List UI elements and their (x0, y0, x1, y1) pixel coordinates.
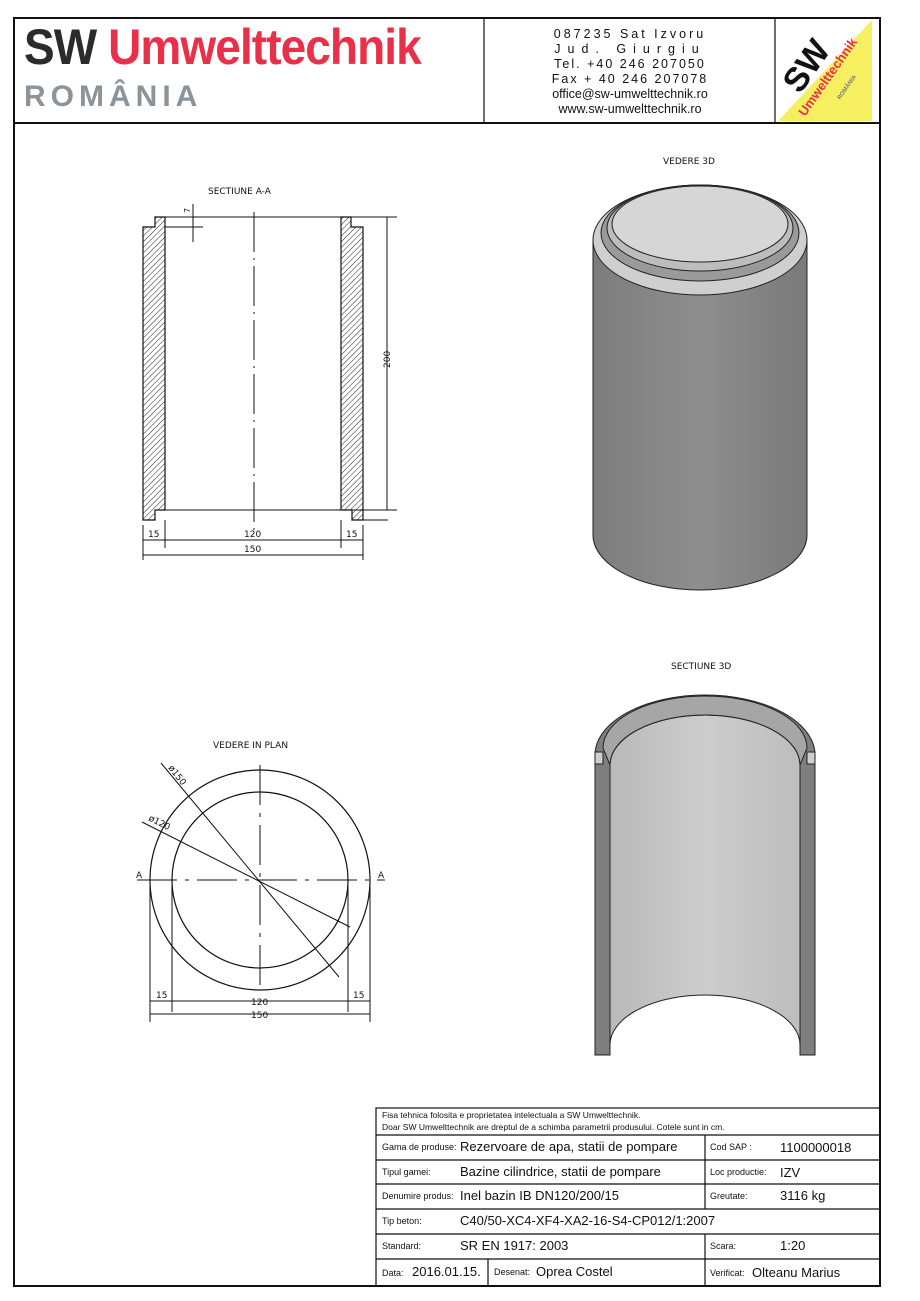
brand-country: ROMÂNIA (24, 80, 203, 113)
drawing-line (806, 751, 816, 765)
drawing-label: 120 (251, 998, 268, 1008)
drawing-label: 15 (353, 991, 364, 1001)
sap-value: 1100000018 (780, 1140, 852, 1155)
drawing-line: 200 7 15 120 15 150 (148, 208, 393, 555)
drawing-line (611, 185, 789, 263)
drawing-label: 7 (183, 208, 192, 213)
website-link[interactable]: www.sw-umwelttechnik.ro (558, 102, 702, 116)
county: Jud. Giurgiu (554, 42, 706, 56)
std-value: SR EN 1917: 2003 (460, 1238, 569, 1253)
note-2: Doar SW Umwelttechnik are dreptul de a s… (382, 1122, 725, 1132)
gama-value: Rezervoare de apa, statii de pompare (460, 1139, 678, 1154)
drawing-label: 15 (148, 530, 159, 540)
company-logo: SW Umwelttechnik ROMÂNIA (775, 20, 872, 121)
gama-label: Gama de produse: (382, 1142, 457, 1152)
beton-label: Tip beton: (382, 1216, 422, 1226)
drawing-label: 15 (156, 991, 167, 1001)
drawing-line (592, 239, 808, 591)
drawing-label: 15 (346, 530, 357, 540)
contact-info: 087235 Sat Izvoru Jud. Giurgiu Tel. +40 … (490, 27, 770, 117)
section-3d-title: SECTIUNE 3D (671, 662, 731, 672)
title-block-grid (375, 1107, 881, 1287)
fax: Fax + 40 246 207078 (551, 72, 709, 86)
section-3d: SECTIUNE 3D (594, 662, 816, 1056)
greu-label: Greutate: (710, 1191, 748, 1201)
desenat-value: Oprea Costel (536, 1264, 613, 1279)
drawing-line (160, 762, 340, 978)
section-aa: SECTIUNE A-A 200 7 15 120 15 150 (142, 187, 397, 560)
drawing-label: ø150 (166, 764, 188, 788)
address: 087235 Sat Izvoru (553, 27, 707, 41)
scara-value: 1:20 (780, 1238, 806, 1253)
plan-view: VEDERE IN PLAN ø150 ø120 A A 15 120 15 1… (136, 741, 385, 1022)
tip-label: Tipul gamei: (382, 1167, 431, 1177)
email-link[interactable]: office@sw-umwelttechnik.ro (552, 87, 708, 101)
data-label: Data: (382, 1268, 404, 1278)
drawing-line (375, 1107, 881, 1287)
section-aa-title: SECTIUNE A-A (208, 187, 272, 197)
drawing-line (594, 751, 604, 765)
tip-value: Bazine cilindrice, statii de pompare (460, 1164, 661, 1179)
drawing-line (142, 216, 166, 521)
den-label: Denumire produs: (382, 1191, 454, 1201)
note-1: Fisa tehnica folosita e proprietatea int… (382, 1110, 641, 1120)
plan-view-title: VEDERE IN PLAN (213, 741, 288, 751)
view-3d: VEDERE 3D (592, 157, 808, 591)
greu-value: 3116 kg (780, 1188, 826, 1203)
drawing-label: 200 (383, 351, 393, 368)
view-3d-title: VEDERE 3D (663, 157, 715, 167)
verif-value: Olteanu Marius (752, 1265, 841, 1280)
drawing-label: 120 (244, 530, 261, 540)
scara-label: Scara: (710, 1241, 737, 1251)
std-label: Standard: (382, 1241, 422, 1251)
desenat-label: Desenat: (494, 1267, 531, 1277)
drawing-line (340, 216, 364, 521)
drawing-line (609, 714, 801, 1046)
drawing-label: 150 (251, 1011, 268, 1021)
brand-title: SW Umwelttechnik (24, 19, 422, 75)
drawing-line (778, 20, 872, 121)
loc-value: IZV (780, 1165, 801, 1180)
sap-label: Cod SAP : (710, 1142, 752, 1152)
beton-value: C40/50-XC4-XF4-XA2-16-S4-CP012/1:2007 (460, 1213, 716, 1228)
drawing-line (602, 695, 808, 766)
data-value: 2016.01.15. (412, 1264, 481, 1279)
verif-label: Verificat: (710, 1268, 745, 1278)
drawing-label: A (378, 871, 385, 881)
loc-label: Loc productie: (710, 1167, 767, 1177)
drawing-line (141, 821, 351, 928)
den-value: Inel bazin IB DN120/200/15 (460, 1188, 619, 1203)
drawing-label: 150 (244, 545, 261, 555)
phone: Tel. +40 246 207050 (554, 57, 706, 71)
drawing-label: A (136, 871, 143, 881)
